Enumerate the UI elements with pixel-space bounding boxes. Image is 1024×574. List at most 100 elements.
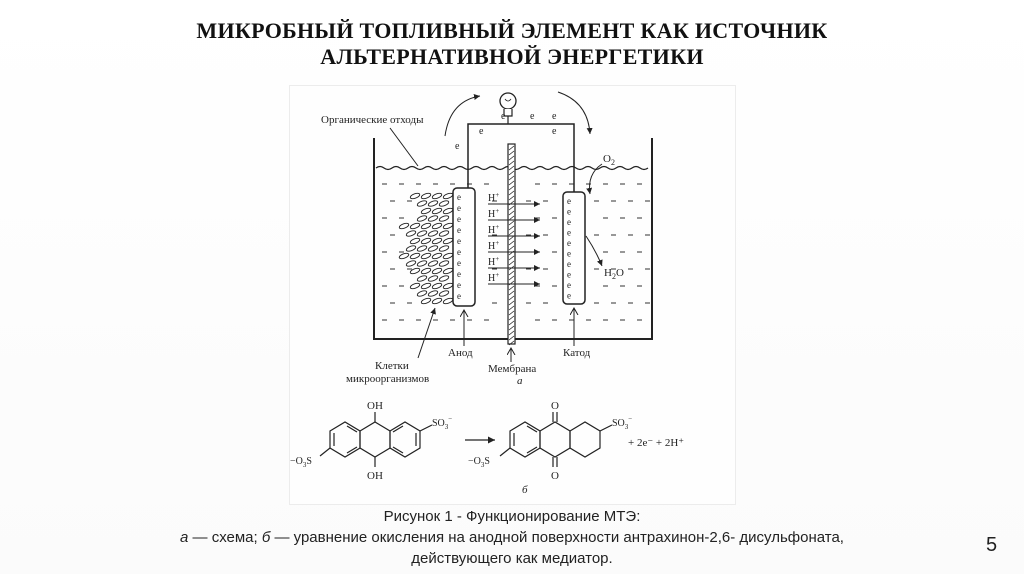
membrane-hatch: [508, 235, 515, 241]
o-top-label: O: [551, 400, 559, 412]
microbe-cell: [427, 260, 439, 267]
electron-label: e: [552, 111, 557, 122]
microbe-cell: [416, 200, 428, 207]
electron-label: e: [567, 259, 571, 269]
microbe-cell: [398, 252, 410, 260]
cathode-electrode: [562, 191, 586, 305]
microbe-cell: [442, 192, 454, 200]
electron-label: e: [567, 238, 571, 248]
electron-label: e: [457, 214, 461, 224]
microbe-cell: [420, 267, 432, 275]
electron-label: e: [567, 249, 571, 259]
proton-label: H+: [488, 271, 499, 284]
electron-label: e: [567, 207, 571, 217]
microbe-cell: [431, 252, 443, 260]
microbe-cell: [420, 222, 432, 230]
membrane-hatch: [508, 340, 515, 346]
microbe-cell: [442, 297, 454, 305]
microbe-cell: [442, 267, 454, 275]
microbe-cell: [416, 260, 428, 267]
membrane-hatch: [508, 290, 515, 296]
microbe-cell: [416, 230, 428, 237]
electron-label: e: [552, 126, 557, 137]
o2-arrow: [586, 163, 603, 195]
membrane-hatch: [508, 180, 515, 186]
microbe-cell: [438, 275, 450, 282]
microbe-cell: [420, 237, 432, 245]
microbe-cell: [442, 222, 454, 230]
electron-label: e: [567, 291, 571, 301]
part-b-label: б: [522, 484, 528, 496]
membrane-hatch: [508, 325, 515, 331]
microbe-cell: [420, 252, 432, 260]
microbe-cell: [409, 192, 421, 200]
membrane-hatch: [508, 185, 515, 191]
part-a-label: а: [517, 375, 523, 387]
membrane-hatch: [508, 215, 515, 221]
cells-pointer: [417, 307, 436, 359]
microbe-cell: [431, 297, 443, 305]
membrane-label: Мембрана: [488, 363, 536, 375]
o-bottom-label: O: [551, 470, 559, 482]
membrane-hatch: [508, 300, 515, 306]
microbe-cell: [420, 207, 432, 215]
microbe-cell: [442, 207, 454, 215]
electron-label: e: [479, 126, 484, 137]
microbe-cell: [431, 267, 443, 275]
microbe-cell: [405, 260, 417, 267]
microbe-cell: [416, 215, 428, 222]
microbe-cell: [427, 245, 439, 252]
title-line-2: АЛЬТЕРНАТИВНОЙ ЭНЕРГЕТИКИ: [320, 44, 704, 69]
electron-label: e: [457, 236, 461, 246]
membrane-hatch: [508, 165, 515, 171]
proton-label: H+: [488, 207, 499, 220]
microbe-cell: [431, 222, 443, 230]
organic-waste-label: Органические отходы: [321, 114, 424, 126]
microbe-cell: [427, 275, 439, 282]
microbe-cell: [416, 290, 428, 297]
microbe-cell: [427, 290, 439, 297]
microbe-cell: [438, 260, 450, 267]
electron-label: e: [501, 111, 506, 122]
membrane-hatch: [508, 160, 515, 166]
membrane-hatch: [508, 320, 515, 326]
electron-flow-arrow-right: [557, 91, 593, 135]
oh-bottom-label: OH: [367, 470, 383, 482]
microbe-cell: [442, 237, 454, 245]
slide-title: МИКРОБНЫЙ ТОПЛИВНЫЙ ЭЛЕМЕНТ КАК ИСТОЧНИК…: [0, 18, 1024, 70]
membrane-hatch: [508, 315, 515, 321]
microbe-cell: [442, 282, 454, 290]
microbe-cell: [409, 267, 421, 275]
microbe-cell: [438, 230, 450, 237]
oh-top-label: OH: [367, 400, 383, 412]
microbe-cell: [431, 207, 443, 215]
membrane-hatch: [508, 210, 515, 216]
proton-label: H+: [488, 255, 499, 268]
microbe-cell: [409, 237, 421, 245]
microbe-cell: [405, 245, 417, 252]
microbe-cell: [409, 252, 421, 260]
membrane-hatch: [508, 175, 515, 181]
anode-label: Анод: [448, 347, 473, 359]
membrane-hatch: [508, 230, 515, 236]
o3s-left-label: −O3S: [290, 456, 312, 469]
liquid-dashes: [382, 183, 650, 321]
wire-electrons: e e e e e e: [455, 111, 557, 152]
redox-equation: OH OH SO3− −O3S O O: [290, 400, 684, 496]
external-circuit: [467, 123, 575, 192]
microbe-cell: [409, 282, 421, 290]
electron-label: e: [457, 269, 461, 279]
membrane-hatch: [508, 205, 515, 211]
cathode-label: Катод: [563, 347, 591, 359]
membrane-hatch: [508, 170, 515, 176]
electron-flow-arrow-left: [444, 94, 481, 137]
caption-line-3: действующего как медиатор.: [411, 550, 613, 567]
membrane-hatch: [508, 195, 515, 201]
cells-label-line2: микроорганизмов: [346, 373, 429, 385]
electron-label: e: [567, 280, 571, 290]
proton-label: H+: [488, 223, 499, 236]
